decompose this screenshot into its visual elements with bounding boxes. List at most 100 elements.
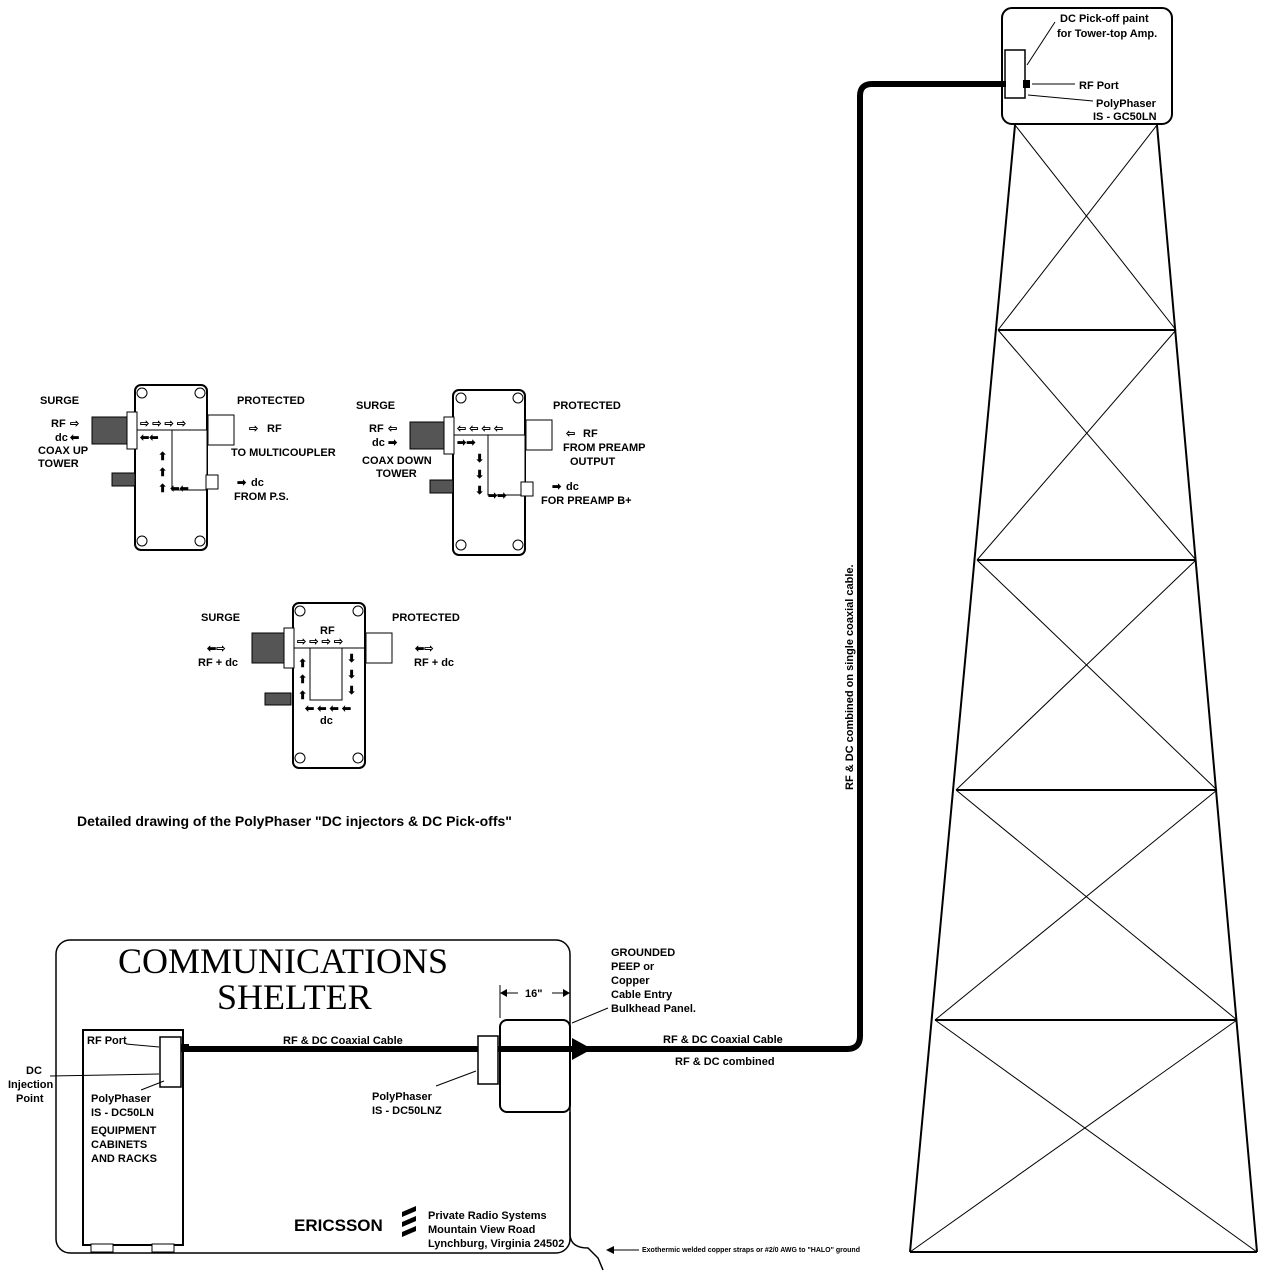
protected-label-3: PROTECTED <box>392 612 460 624</box>
svg-text:⬇: ⬇ <box>347 685 356 697</box>
inside-coax-label: RF & DC Coaxial Cable <box>283 1035 403 1047</box>
dc-bottom-label: dc <box>320 715 333 727</box>
svg-text:⇨ ⇨ ⇨ ⇨: ⇨ ⇨ ⇨ ⇨ <box>297 636 344 648</box>
tower-label-2: TOWER <box>376 468 417 480</box>
address-line-2: Mountain View Road <box>428 1224 535 1236</box>
svg-text:⬆ ⬅⬅: ⬆ ⬅⬅ <box>158 483 189 495</box>
svg-text:⬇: ⬇ <box>347 653 356 665</box>
equipment-label-2: CABINETS <box>91 1139 147 1151</box>
tower-label-1: TOWER <box>38 458 79 470</box>
rf-dc-left: RF + dc <box>198 657 238 669</box>
svg-text:➡➡: ➡➡ <box>457 437 476 449</box>
for-preamp-label: FOR PREAMP B+ <box>541 495 632 507</box>
svg-text:⬇: ⬇ <box>475 469 484 481</box>
rf-right-2: RF <box>583 428 598 440</box>
grounded-label-2: PEEP or <box>611 961 655 973</box>
shelter-polyphaser <box>159 1036 182 1088</box>
bulkhead-panel <box>499 1019 571 1113</box>
tower-top-enclosure: DC Pick-off paint for Tower-top Amp. RF … <box>1001 7 1173 125</box>
coax-down-label: COAX DOWN <box>362 455 432 467</box>
svg-text:⬅⬅: ⬅⬅ <box>139 432 158 444</box>
dc-right-1: dc <box>251 477 264 489</box>
svg-text:⬅ ⬅ ⬅ ⬅: ⬅ ⬅ ⬅ ⬅ <box>304 703 351 715</box>
dc-left-1: dc <box>55 432 68 444</box>
injection-label: Injection <box>8 1079 54 1091</box>
shelter-polyphaser-model: IS - DC50LN <box>91 1107 154 1119</box>
rf-left-2: RF <box>369 423 384 435</box>
svg-text:⇨: ⇨ <box>70 418 80 430</box>
grounded-label-4: Cable Entry <box>611 989 673 1001</box>
coax-cable-run <box>596 81 1006 1052</box>
surge-label-1: SURGE <box>40 395 79 407</box>
svg-text:⇨: ⇨ <box>249 423 259 435</box>
output-label: OUTPUT <box>570 456 616 468</box>
inline-polyphaser-label: PolyPhaser <box>372 1091 433 1103</box>
detail-injector: ⇨ ⇨ ⇨ ⇨ ⬅⬅ ⬆ ⬆ ⬆ ⬅⬅ SURGE PROTECTED RF ⇨… <box>38 384 336 551</box>
svg-text:⬅⇨: ⬅⇨ <box>414 643 434 655</box>
protected-label-2: PROTECTED <box>553 400 621 412</box>
svg-text:⬆: ⬆ <box>158 451 167 463</box>
svg-text:⬇: ⬇ <box>475 485 484 497</box>
svg-text:⇦ ⇦ ⇦ ⇦: ⇦ ⇦ ⇦ ⇦ <box>456 423 503 435</box>
dc-pickoff-label: DC Pick-off paint <box>1060 13 1149 25</box>
shelter-rf-port: RF Port <box>87 1035 127 1047</box>
shelter-polyphaser-label: PolyPhaser <box>91 1093 152 1105</box>
rf-top-label: RF <box>320 625 335 637</box>
svg-text:⬆: ⬆ <box>158 467 167 479</box>
svg-text:➡➡: ➡➡ <box>488 490 507 502</box>
tower-top-polyphaser <box>1004 49 1026 99</box>
to-multicoupler-label: TO MULTICOUPLER <box>231 447 336 459</box>
surge-label-2: SURGE <box>356 400 395 412</box>
shelter-title-1: COMMUNICATIONS <box>118 941 448 981</box>
tower <box>909 124 1258 1253</box>
from-preamp-label: FROM PREAMP <box>563 442 646 454</box>
svg-text:⬇: ⬇ <box>475 453 484 465</box>
dc-right-2: dc <box>566 481 579 493</box>
svg-text:⬅: ⬅ <box>69 432 79 444</box>
dc-left-2: dc <box>372 437 385 449</box>
inline-polyphaser <box>477 1035 499 1085</box>
shelter-title-2: SHELTER <box>217 977 372 1017</box>
rf-left-1: RF <box>51 418 66 430</box>
detail-passthrough: ⇨ ⇨ ⇨ ⇨ ⬆ ⬆ ⬆ ⬇ ⬇ ⬇ ⬅ ⬅ ⬅ ⬅ SURGE PROTEC… <box>198 602 460 769</box>
inline-polyphaser-model: IS - DC50LNZ <box>372 1105 442 1117</box>
svg-text:⬅⇨: ⬅⇨ <box>206 643 226 655</box>
rf-dc-combined-label: RF & DC combined <box>675 1056 775 1068</box>
grounded-label-1: GROUNDED <box>611 947 675 959</box>
outside-coax-label: RF & DC Coaxial Cable <box>663 1034 783 1046</box>
equipment-label-1: EQUIPMENT <box>91 1125 157 1137</box>
from-ps-label: FROM P.S. <box>234 491 289 503</box>
detail-caption: Detailed drawing of the PolyPhaser "DC i… <box>77 813 512 829</box>
svg-text:⬆: ⬆ <box>298 658 307 670</box>
rf-right-1: RF <box>267 423 282 435</box>
ground-note: Exothermic welded copper straps or #2/0 … <box>642 1247 860 1254</box>
protected-label-1: PROTECTED <box>237 395 305 407</box>
svg-text:⇦: ⇦ <box>565 428 575 440</box>
dimension-label: 16" <box>525 988 542 1000</box>
detail-pickoff: ⇦ ⇦ ⇦ ⇦ ➡➡ ⬇ ⬇ ⬇ ➡➡ SURGE PROTECTED RF ⇦… <box>356 389 646 556</box>
svg-text:⇨ ⇨ ⇨ ⇨: ⇨ ⇨ ⇨ ⇨ <box>140 418 187 430</box>
grounded-label-5: Bulkhead Panel. <box>611 1003 696 1015</box>
coax-up-label: COAX UP <box>38 445 88 457</box>
dc-label: DC <box>26 1065 42 1077</box>
surge-label-3: SURGE <box>201 612 240 624</box>
communications-shelter: COMMUNICATIONS SHELTER RF Port DC Inject… <box>8 939 860 1271</box>
rf-dc-right: RF + dc <box>414 657 454 669</box>
grounded-label-3: Copper <box>611 975 650 987</box>
ericsson-logo-icon <box>402 1206 416 1237</box>
vertical-cable-label: RF & DC combined on single coaxial cable… <box>844 564 856 790</box>
svg-text:⬇: ⬇ <box>347 669 356 681</box>
svg-text:⬆: ⬆ <box>298 690 307 702</box>
address-line-3: Lynchburg, Virginia 24502 <box>428 1238 564 1250</box>
point-label: Point <box>16 1093 44 1105</box>
ground-strap <box>569 1112 604 1271</box>
tower-rf-port-label: RF Port <box>1079 80 1119 92</box>
address-line-1: Private Radio Systems <box>428 1210 547 1222</box>
svg-text:⬆: ⬆ <box>298 674 307 686</box>
dc-pickoff-label-2: for Tower-top Amp. <box>1057 28 1157 40</box>
svg-text:➡: ➡ <box>388 437 398 449</box>
tower-polyphaser-label: PolyPhaser <box>1096 98 1157 110</box>
ericsson-brand: ERICSSON <box>294 1216 383 1235</box>
svg-text:➡: ➡ <box>552 481 562 493</box>
